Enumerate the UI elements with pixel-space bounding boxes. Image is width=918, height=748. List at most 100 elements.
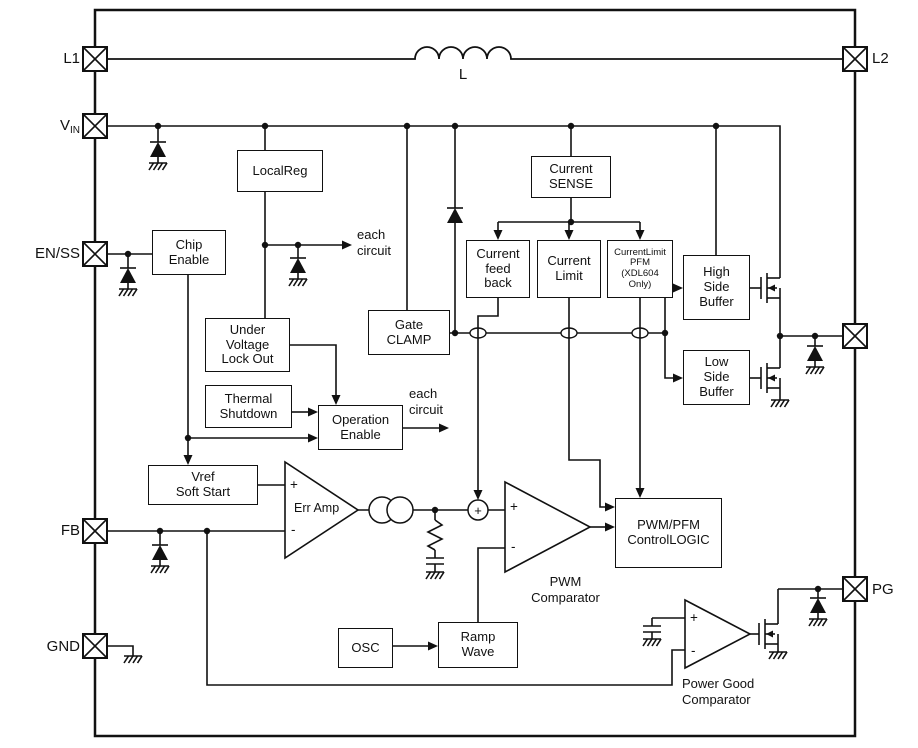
block-vref-soft-start: Vref Soft Start bbox=[148, 465, 258, 505]
junction-dot bbox=[567, 122, 575, 130]
mosfet-icon bbox=[766, 630, 773, 638]
pin-label-vin-sub: IN bbox=[70, 125, 80, 136]
err-amp-triangle bbox=[284, 460, 360, 560]
ground-icon bbox=[646, 638, 653, 647]
junction-dot bbox=[261, 241, 269, 249]
label-pwm-comparator: PWM Comparator bbox=[531, 574, 600, 606]
power-good-plus-input-label: + bbox=[690, 610, 698, 625]
pin-label-l1: L1 bbox=[63, 50, 80, 67]
arrowhead bbox=[342, 240, 352, 250]
mosfet-icon bbox=[768, 374, 775, 382]
junction-dot bbox=[184, 434, 192, 442]
ground-icon bbox=[821, 618, 828, 627]
ground-icon bbox=[817, 618, 824, 627]
wire bbox=[568, 298, 605, 508]
ground-icon bbox=[812, 618, 819, 627]
ground-icon bbox=[288, 278, 295, 287]
arrowhead bbox=[331, 395, 341, 405]
block-high-side-buffer: High Side Buffer bbox=[683, 255, 750, 320]
ground-icon bbox=[772, 651, 779, 660]
ic-boundary bbox=[93, 8, 857, 738]
block-gate-clamp: Gate CLAMP bbox=[368, 310, 450, 355]
pin-terminal bbox=[82, 241, 108, 267]
block-thermal-shutdown: Thermal Shutdown bbox=[205, 385, 292, 428]
junction-dot bbox=[776, 332, 784, 340]
ground-icon bbox=[438, 571, 445, 580]
diode-icon bbox=[150, 142, 166, 157]
block-ramp-wave: Ramp Wave bbox=[438, 622, 518, 668]
ground-icon bbox=[127, 655, 134, 664]
ground-icon bbox=[783, 399, 790, 408]
junction-dot bbox=[403, 122, 411, 130]
ground-icon bbox=[818, 366, 825, 375]
ground-icon bbox=[122, 288, 129, 297]
junction-dot bbox=[567, 218, 575, 226]
wire bbox=[664, 333, 673, 379]
ground-icon bbox=[154, 565, 161, 574]
ground-icon bbox=[127, 288, 134, 297]
arrowhead bbox=[635, 488, 645, 498]
junction-dot bbox=[712, 122, 720, 130]
junction-dot bbox=[451, 329, 459, 337]
diode-icon bbox=[810, 598, 826, 613]
pin-label-vin-main: V bbox=[59, 117, 70, 134]
junction-dot bbox=[203, 527, 211, 535]
mosfet-icon bbox=[768, 284, 775, 292]
pin-terminal bbox=[82, 518, 108, 544]
ground-icon bbox=[434, 571, 441, 580]
junction-dot bbox=[261, 122, 269, 130]
pin-label-l2: L2 bbox=[872, 50, 889, 67]
pin-label-gnd: GND bbox=[46, 638, 80, 655]
pin-terminal bbox=[82, 113, 108, 139]
err-amp-minus-input-label: - bbox=[291, 522, 296, 537]
junction-dot bbox=[154, 122, 162, 130]
label-each-circuit-2: each circuit bbox=[409, 386, 443, 418]
ground-icon bbox=[131, 288, 138, 297]
ground-icon bbox=[301, 278, 308, 287]
block-operation-enable: Operation Enable bbox=[318, 405, 403, 450]
ground-icon bbox=[118, 288, 125, 297]
label-power-good-comparator: Power Good Comparator bbox=[682, 676, 755, 708]
arrowhead bbox=[473, 490, 483, 500]
wire bbox=[107, 645, 134, 656]
block-current-limit: Current Limit bbox=[537, 240, 601, 298]
inductor-coil bbox=[107, 46, 843, 60]
ground-icon bbox=[809, 366, 816, 375]
block-low-side-buffer: Low Side Buffer bbox=[683, 350, 750, 405]
diode-icon bbox=[120, 268, 136, 283]
pin-terminal bbox=[82, 46, 108, 72]
ground-icon bbox=[651, 638, 658, 647]
junction-dot bbox=[451, 122, 459, 130]
pin-terminal bbox=[842, 323, 868, 349]
junction-dot bbox=[124, 250, 132, 258]
pin-terminal bbox=[842, 46, 868, 72]
diode-icon bbox=[807, 346, 823, 361]
summing-junction-plus-label: + bbox=[474, 503, 482, 518]
ground-icon bbox=[132, 655, 139, 664]
block-osc: OSC bbox=[338, 628, 393, 668]
ground-icon bbox=[779, 399, 786, 408]
block-chip-enable: Chip Enable bbox=[152, 230, 226, 275]
junction-dot bbox=[661, 329, 669, 337]
arrowhead bbox=[564, 230, 574, 240]
wire bbox=[290, 344, 337, 400]
arrowhead bbox=[308, 407, 318, 417]
arrowhead bbox=[428, 641, 438, 651]
ground-icon bbox=[150, 565, 157, 574]
pin-label-en-ss: EN/SS bbox=[34, 245, 80, 262]
power-good-minus-input-label: - bbox=[691, 643, 696, 658]
ground-icon bbox=[157, 162, 164, 171]
ground-icon bbox=[774, 399, 781, 408]
arrowhead bbox=[308, 433, 318, 443]
block-current-limit-pfm: CurrentLimit PFM (XDL604 Only) bbox=[607, 240, 673, 298]
ground-icon bbox=[163, 565, 170, 574]
ground-icon bbox=[161, 162, 168, 171]
resistor-icon bbox=[426, 519, 444, 551]
arrowhead bbox=[493, 230, 503, 240]
pwm-comparator-minus-input-label: - bbox=[511, 539, 516, 554]
block-pwm-pfm-logic: PWM/PFM ControlLOGIC bbox=[615, 498, 722, 568]
pin-label-fb: FB bbox=[60, 522, 80, 539]
block-current-feedback: Current feed back bbox=[466, 240, 530, 298]
